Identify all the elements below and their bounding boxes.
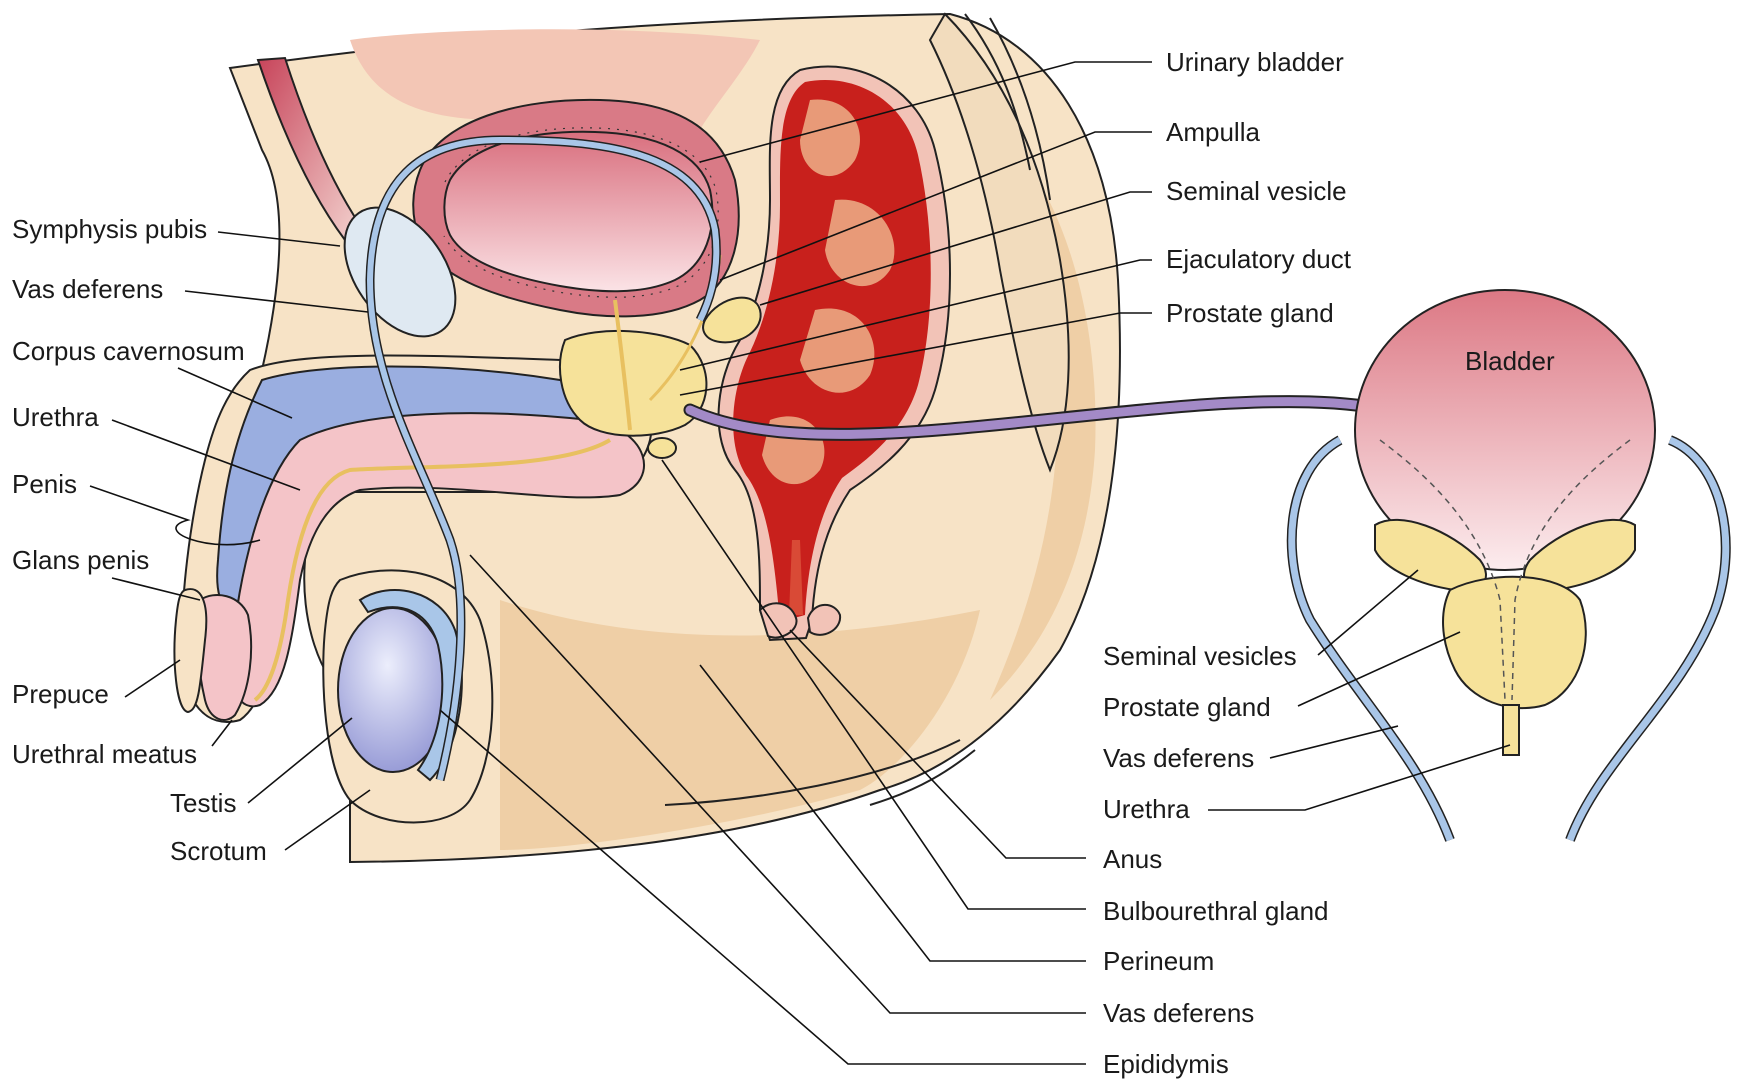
label-scrotum: Scrotum	[170, 836, 267, 866]
label-seminal-vesicles-inset: Seminal vesicles	[1103, 641, 1297, 671]
label-prepuce: Prepuce	[12, 679, 109, 709]
label-anus: Anus	[1103, 844, 1162, 874]
label-vas-deferens-inset: Vas deferens	[1103, 743, 1254, 773]
bulbourethral	[647, 437, 677, 459]
labels: Symphysis pubis Vas deferens Corpus cave…	[12, 47, 1555, 1079]
scrotum	[322, 569, 494, 824]
penis	[173, 354, 653, 723]
label-seminal-vesicle: Seminal vesicle	[1166, 176, 1347, 206]
label-prostate-gland-inset: Prostate gland	[1103, 692, 1271, 722]
label-urethra-left: Urethra	[12, 402, 99, 432]
label-bulbourethral-gland: Bulbourethral gland	[1103, 896, 1329, 926]
label-penis: Penis	[12, 469, 77, 499]
seminal-vesicle	[702, 296, 762, 344]
inset-urethra	[1502, 704, 1520, 756]
inset-bladder	[1354, 289, 1656, 571]
label-urethra-inset: Urethra	[1103, 794, 1190, 824]
label-prostate-gland-top: Prostate gland	[1166, 298, 1334, 328]
label-ampulla: Ampulla	[1166, 117, 1260, 147]
label-urinary-bladder: Urinary bladder	[1166, 47, 1344, 77]
urethra-line	[253, 438, 612, 702]
label-vas-deferens-bottom: Vas deferens	[1103, 998, 1254, 1028]
back-shadow	[990, 130, 1096, 700]
label-bladder-inset: Bladder	[1465, 346, 1555, 376]
glands	[559, 254, 762, 459]
label-testis: Testis	[170, 788, 236, 818]
label-ejaculatory-duct: Ejaculatory duct	[1166, 244, 1352, 274]
epididymis	[358, 589, 463, 782]
inset-diagram	[1286, 289, 1731, 842]
buttock-shadow	[500, 600, 980, 850]
rectum	[717, 65, 951, 642]
label-vas-deferens-left: Vas deferens	[12, 274, 163, 304]
label-perineum: Perineum	[1103, 946, 1214, 976]
label-epididymis: Epididymis	[1103, 1049, 1229, 1079]
spine-region	[928, 12, 1070, 473]
label-corpus-cavernosum: Corpus cavernosum	[12, 336, 245, 366]
label-urethral-meatus: Urethral meatus	[12, 739, 197, 769]
label-glans-penis: Glans penis	[12, 545, 149, 575]
prostate	[559, 329, 708, 437]
urinary-bladder	[412, 98, 740, 318]
label-symphysis-pubis: Symphysis pubis	[12, 214, 207, 244]
leader-lines	[89, 61, 1511, 1065]
